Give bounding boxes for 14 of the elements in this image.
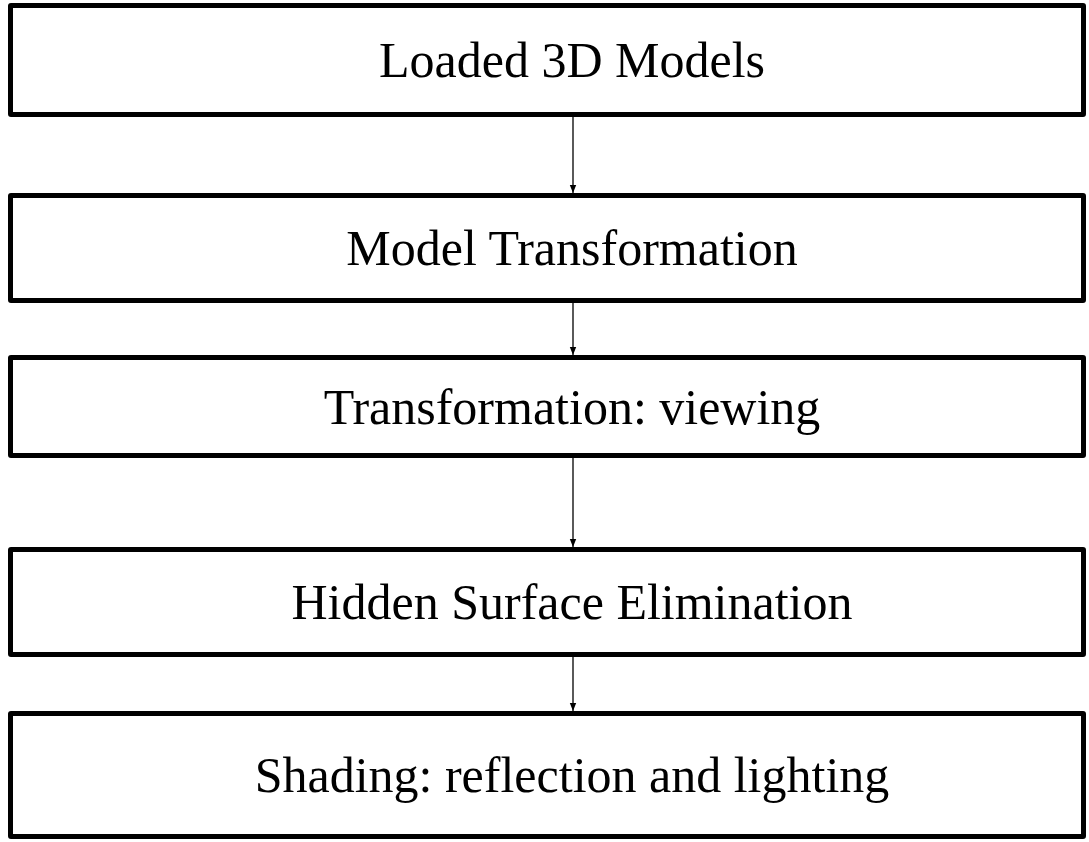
arrow (569, 457, 577, 548)
arrow (569, 656, 577, 712)
arrow (569, 302, 577, 356)
process-box (8, 3, 1086, 117)
process-box (8, 547, 1086, 657)
arrow (569, 116, 577, 194)
step-label: Hidden Surface Elimination (291, 573, 853, 631)
step-label: Loaded 3D Models (378, 31, 765, 89)
process-box (8, 711, 1086, 839)
process-box (8, 193, 1086, 303)
step-label: Transformation: viewing (323, 377, 821, 436)
step-label: Shading: reflection and lighting (254, 746, 890, 804)
process-box (8, 355, 1086, 458)
step-label: Model Transformation (346, 219, 798, 277)
